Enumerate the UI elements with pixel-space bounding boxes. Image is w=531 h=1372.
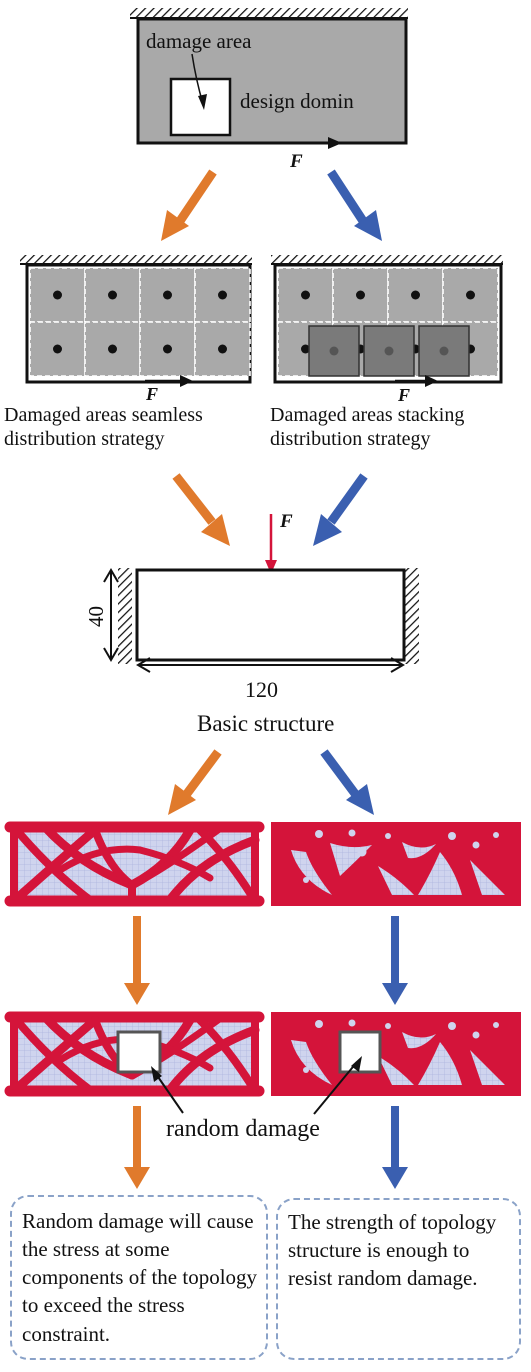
- damage-cell-center: [218, 344, 227, 354]
- left-force-label: F: [145, 384, 158, 404]
- random-damage-square-left: [116, 1030, 162, 1074]
- left-force-arrowhead: [180, 375, 193, 387]
- topology-right-2: [271, 1012, 521, 1096]
- right-force-arrowhead: [425, 375, 438, 387]
- top-support-hatch: [130, 8, 408, 18]
- right-strategy-caption: Damaged areas stacking distribution stra…: [270, 404, 464, 451]
- left-damage-cells: [29, 267, 251, 377]
- right-support-hatch: [271, 255, 503, 264]
- arrow-orange-1: [161, 169, 217, 241]
- right-force-label: F: [397, 385, 410, 405]
- damage-cell-center: [108, 290, 117, 300]
- arrow-blue-3: [320, 749, 374, 815]
- damage-cell-center: [301, 290, 310, 300]
- basic-structure-rect: [135, 568, 406, 662]
- basic-force-label: F: [279, 511, 293, 532]
- damage-cell-center: [466, 290, 475, 300]
- damage-cell-center: [163, 344, 172, 354]
- damage-cell-center: [301, 344, 310, 354]
- right-damage-cells: [277, 267, 499, 377]
- width-dim-arrow-left: [136, 657, 151, 673]
- damage-cell-center: [53, 344, 62, 354]
- damage-cell-center: [411, 290, 420, 300]
- top-force-arrowhead: [328, 137, 342, 149]
- damage-area-label: damage area: [146, 29, 252, 53]
- damage-cell-center: [218, 290, 227, 300]
- topology-left-2: [4, 1011, 265, 1097]
- damage-cell-center: [163, 290, 172, 300]
- conclusion-left-box: Random damage will cause the stress at s…: [10, 1195, 268, 1360]
- conclusion-right-box: The strength of topology structure is en…: [276, 1198, 521, 1360]
- left-caption-line1: Damaged areas seamless: [4, 404, 203, 426]
- arrow-orange-2: [172, 473, 230, 546]
- design-domain-label: design domin: [240, 89, 354, 113]
- arrow-orange-4: [124, 916, 150, 1005]
- left-strategy-panel: F: [20, 255, 252, 404]
- topology-left-1: [4, 821, 265, 907]
- basic-force-arrowhead: [265, 560, 277, 574]
- stacked-damage-cell-center: [329, 346, 339, 356]
- right-strategy-panel: F: [271, 255, 503, 405]
- random-damage-label: random damage: [166, 1116, 320, 1142]
- width-label: 120: [245, 677, 278, 702]
- width-dim-arrow-right: [390, 657, 405, 673]
- topology-right-1-holes: [303, 829, 499, 883]
- basic-structure: F 40 120 Basic structure: [84, 511, 419, 736]
- height-label: 40: [84, 606, 108, 627]
- damage-cell-center: [108, 344, 117, 354]
- arrow-blue-2: [313, 473, 368, 546]
- arrow-orange-3: [168, 749, 222, 815]
- top-panel: damage area design domin F: [130, 8, 408, 172]
- damage-area-square: [169, 77, 232, 137]
- right-caption-line2: distribution strategy: [270, 427, 431, 450]
- topology-right-1: [271, 822, 521, 906]
- height-dim-arrow-top: [103, 568, 119, 583]
- arrow-blue-5: [382, 1106, 408, 1189]
- height-dim-arrow-bottom: [103, 647, 119, 662]
- stacked-damage-cell-center: [439, 346, 449, 356]
- damage-cell-center: [356, 290, 365, 300]
- damage-area-pointer-head: [198, 94, 207, 110]
- basic-structure-caption: Basic structure: [197, 711, 334, 736]
- damage-cell-center: [53, 290, 62, 300]
- random-damage-pointers: [151, 1056, 362, 1115]
- conclusion-left-text: Random damage will cause the stress at s…: [22, 1209, 258, 1346]
- left-support-hatch: [20, 255, 252, 264]
- arrow-orange-5: [124, 1106, 150, 1189]
- arrow-blue-4: [382, 916, 408, 1005]
- right-caption-line1: Damaged areas stacking: [270, 404, 465, 426]
- left-caption-line2: distribution strategy: [4, 427, 165, 450]
- topology-right-2-material: [271, 1012, 521, 1096]
- topology-right-1-material: [271, 822, 521, 906]
- arrow-blue-1: [327, 169, 382, 241]
- left-strategy-caption: Damaged areas seamless distribution stra…: [4, 404, 203, 451]
- right-support-hatch-v: [405, 568, 419, 664]
- conclusion-right-text: The strength of topology structure is en…: [288, 1210, 497, 1291]
- topology-right-2-holes: [303, 1019, 499, 1073]
- stacked-damage-cell-center: [384, 346, 394, 356]
- topology-left-1-members: [4, 821, 265, 907]
- left-support-hatch-v: [118, 568, 132, 664]
- top-force-label: F: [289, 151, 303, 172]
